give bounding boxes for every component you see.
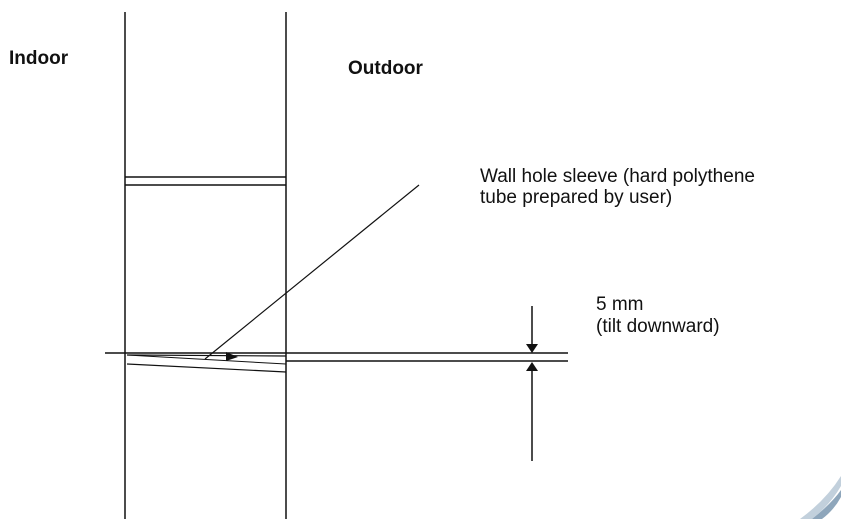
sleeve-tilt-upper <box>126 354 287 357</box>
tilt-arrow-head <box>226 352 238 361</box>
indoor-label: Indoor <box>9 48 69 69</box>
dimension-value: 5 mm <box>596 294 644 315</box>
sleeve-callout-line1: Wall hole sleeve (hard polythene <box>480 166 755 187</box>
dim-arrow-up-head <box>526 362 538 371</box>
sleeve-leader-line <box>204 184 420 360</box>
corner-swoosh <box>800 476 841 519</box>
outdoor-label: Outdoor <box>348 58 423 79</box>
sleeve-tilt-lower <box>126 363 287 373</box>
dim-arrow-down-head <box>526 344 538 353</box>
sleeve-tilt-inner <box>126 354 287 365</box>
dimension-note: (tilt downward) <box>596 316 720 337</box>
sleeve-callout-line2: tube prepared by user) <box>480 187 673 208</box>
